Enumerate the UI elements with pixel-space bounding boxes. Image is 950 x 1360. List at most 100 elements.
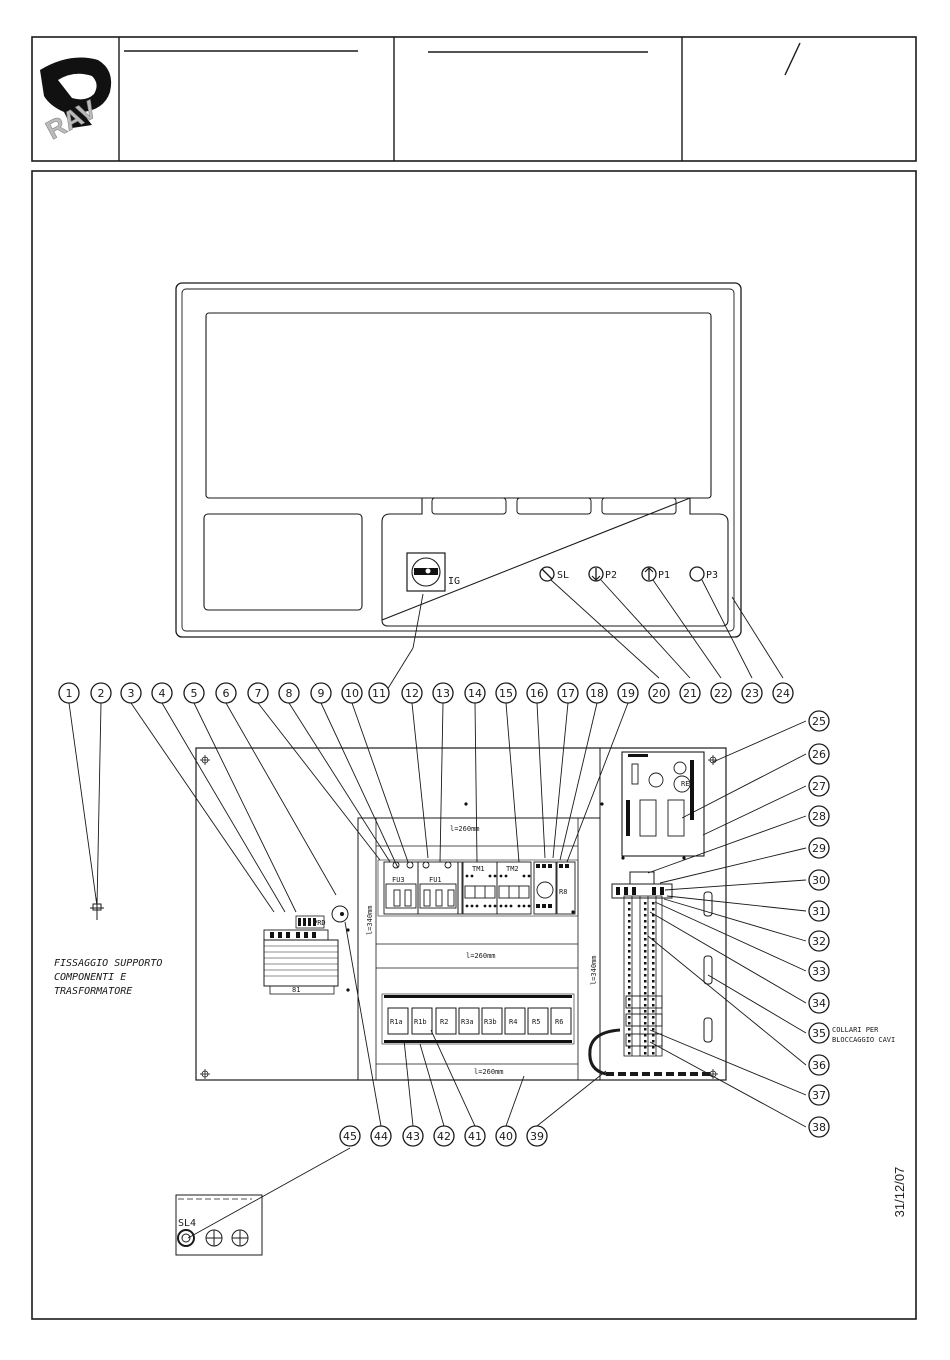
callout-25: 25 bbox=[808, 710, 830, 732]
note-line-2: COMPONENTI E bbox=[54, 972, 126, 983]
callout-26: 26 bbox=[808, 743, 830, 765]
button-p2-label: P2 bbox=[605, 570, 617, 581]
button-icon[interactable]: P3 bbox=[689, 566, 718, 582]
relay-r4: R4 bbox=[509, 1018, 517, 1026]
callout-43: 43 bbox=[402, 1125, 424, 1147]
relay-r1b: R1b bbox=[414, 1018, 427, 1026]
callout-number: 40 bbox=[499, 1130, 513, 1143]
indicator-sl-label: SL bbox=[557, 570, 569, 581]
callout-number: 7 bbox=[255, 687, 262, 700]
callout-number: 37 bbox=[812, 1089, 826, 1102]
callout-number: 31 bbox=[812, 905, 826, 918]
button-p3-label: P3 bbox=[706, 570, 718, 581]
callout-40: 40 bbox=[495, 1125, 517, 1147]
pressure-switch: PRD bbox=[313, 905, 349, 927]
callout-number: 20 bbox=[652, 687, 666, 700]
front-panel: IG SL P2 P1 P3 bbox=[175, 282, 742, 638]
callout-35: 35 bbox=[808, 1022, 830, 1044]
callout-number: 38 bbox=[812, 1121, 826, 1134]
callout-number: 39 bbox=[530, 1130, 544, 1143]
relay-r5: R5 bbox=[532, 1018, 540, 1026]
callout-32: 32 bbox=[808, 930, 830, 952]
callout-number: 18 bbox=[590, 687, 604, 700]
callout-39: 39 bbox=[526, 1125, 548, 1147]
callout-number: 35 bbox=[812, 1027, 826, 1040]
revision-slash bbox=[784, 42, 801, 76]
upper-din-rail: FU3 FU1 TM1 TM2 R8 bbox=[377, 859, 579, 917]
callout-10: 10 bbox=[341, 682, 363, 704]
drawing-date: 31/12/07 bbox=[892, 1166, 907, 1218]
callout-15: 15 bbox=[495, 682, 517, 704]
callout-23: 23 bbox=[741, 682, 763, 704]
transformer-code: 81 bbox=[292, 986, 300, 994]
cable-collars-note: COLLARI PER BLOCCAGGIO CAVI bbox=[832, 1026, 895, 1044]
callout-21: 21 bbox=[679, 682, 701, 704]
dimension-middle: l=260mm bbox=[466, 952, 496, 960]
callout-number: 11 bbox=[372, 687, 386, 700]
callout-number: 14 bbox=[468, 687, 482, 700]
callout-number: 3 bbox=[128, 687, 135, 700]
callout-number: 45 bbox=[343, 1130, 357, 1143]
callout-number: 21 bbox=[683, 687, 697, 700]
callout-number: 8 bbox=[286, 687, 293, 700]
callout-number: 27 bbox=[812, 780, 826, 793]
cable-collars bbox=[703, 891, 713, 1043]
drawing-frame bbox=[31, 170, 917, 1320]
note-line-3: TRASFORMATORE bbox=[54, 986, 132, 997]
callout-number: 12 bbox=[405, 687, 419, 700]
arrow-up-button-icon[interactable]: P1 bbox=[641, 566, 670, 582]
callout-27: 27 bbox=[808, 775, 830, 797]
callout-22: 22 bbox=[710, 682, 732, 704]
callout-31: 31 bbox=[808, 900, 830, 922]
callout-33: 33 bbox=[808, 960, 830, 982]
company-logo: RAV bbox=[40, 57, 112, 146]
callout-34: 34 bbox=[808, 992, 830, 1014]
callout-36: 36 bbox=[808, 1054, 830, 1076]
callout-30: 30 bbox=[808, 869, 830, 891]
callout-number: 26 bbox=[812, 748, 826, 761]
callout-38: 38 bbox=[808, 1116, 830, 1138]
dimension-bottom: l=260mm bbox=[474, 1068, 504, 1076]
earth-cable bbox=[588, 1028, 710, 1076]
callout-7: 7 bbox=[247, 682, 269, 704]
fixing-screw bbox=[90, 898, 104, 920]
callout-number: 25 bbox=[812, 715, 826, 728]
callout-number: 13 bbox=[436, 687, 450, 700]
callout-2: 2 bbox=[90, 682, 112, 704]
fuse-fu1: FU1 bbox=[429, 876, 442, 884]
relay-r1a: R1a bbox=[390, 1018, 403, 1026]
callout-number: 44 bbox=[374, 1130, 388, 1143]
relay-r6: R6 bbox=[555, 1018, 563, 1026]
callout-number: 17 bbox=[561, 687, 575, 700]
callout-number: 9 bbox=[318, 687, 325, 700]
main-switch[interactable]: IG bbox=[406, 552, 460, 592]
callout-24: 24 bbox=[772, 682, 794, 704]
callout-number: 4 bbox=[159, 687, 166, 700]
arrow-down-button-icon[interactable]: P2 bbox=[588, 566, 617, 582]
callout-1: 1 bbox=[58, 682, 80, 704]
dimension-right: l=340mm bbox=[590, 955, 598, 985]
dimension-left: l=340mm bbox=[366, 905, 374, 935]
callout-41: 41 bbox=[464, 1125, 486, 1147]
callout-number: 6 bbox=[223, 687, 230, 700]
note-line-1: FISSAGGIO SUPPORTO bbox=[54, 958, 162, 969]
callout-number: 28 bbox=[812, 810, 826, 823]
callout-number: 33 bbox=[812, 965, 826, 978]
callout-44: 44 bbox=[370, 1125, 392, 1147]
callout-number: 30 bbox=[812, 874, 826, 887]
mounting-plate: l=260mm l=260mm l=260mm l=340mm l=340mm bbox=[195, 747, 727, 1081]
relay-r8: R8 bbox=[559, 888, 567, 896]
callout-8: 8 bbox=[278, 682, 300, 704]
callout-42: 42 bbox=[433, 1125, 455, 1147]
button-p1-label: P1 bbox=[658, 570, 670, 581]
callout-number: 1 bbox=[66, 687, 73, 700]
callout-37: 37 bbox=[808, 1084, 830, 1106]
callout-9: 9 bbox=[310, 682, 332, 704]
leader-lines bbox=[68, 579, 807, 1239]
callout-29: 29 bbox=[808, 837, 830, 859]
transformer-label: PRD bbox=[313, 919, 326, 927]
main-switch-label: IG bbox=[448, 576, 460, 587]
callout-17: 17 bbox=[557, 682, 579, 704]
